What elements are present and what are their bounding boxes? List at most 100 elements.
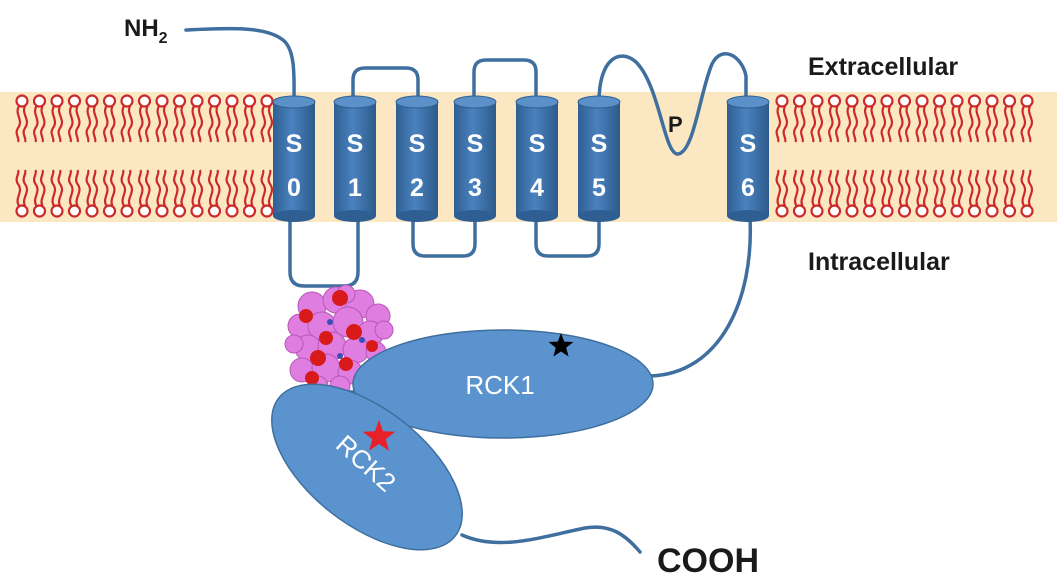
helix-top <box>395 95 439 109</box>
lipid-upper <box>137 94 152 143</box>
lipid-lower <box>1020 169 1034 218</box>
helix-letter: S <box>740 130 757 158</box>
lipid-lower <box>985 169 999 218</box>
helix-s2: S2 <box>395 95 439 222</box>
lipid-lower <box>155 169 169 218</box>
lipid-lower <box>50 169 64 218</box>
black-star-icon <box>548 333 574 357</box>
lipid-lower <box>120 169 134 218</box>
lipid-lower <box>32 169 47 218</box>
pore-label: P <box>668 112 683 137</box>
lipid-lower <box>85 169 99 218</box>
lipid-upper <box>967 94 982 143</box>
molecule-nitrogen-atom <box>359 337 365 343</box>
lipid-lower <box>137 169 152 218</box>
helix-body <box>727 102 769 216</box>
lipid-upper <box>260 94 274 143</box>
helix-s6: S6 <box>726 95 770 222</box>
molecule-oxygen-atom <box>305 371 319 385</box>
lipid-lower <box>950 169 964 218</box>
loop-s1-s2-extracellular <box>351 66 420 104</box>
helix-letter: S <box>591 130 608 158</box>
molecule-oxygen-atom <box>346 324 362 340</box>
lipid-upper <box>915 94 929 143</box>
n-terminus-label: NH2 <box>124 15 168 47</box>
helix-body <box>578 102 620 216</box>
helix-bottom <box>334 210 376 222</box>
lipid-lower <box>260 169 274 218</box>
helix-s4: S4 <box>515 95 559 222</box>
helix-letter: S <box>467 130 484 158</box>
extracellular-label: Extracellular <box>808 53 958 81</box>
molecule-oxygen-atom <box>366 340 378 352</box>
lipid-upper <box>207 94 222 143</box>
red-star-icon <box>362 420 396 451</box>
helix-letter: S <box>409 130 426 158</box>
lipid-upper <box>932 94 947 143</box>
lipid-lower <box>67 169 82 218</box>
helix-bottom <box>727 210 769 222</box>
molecule-atom <box>374 320 394 340</box>
helix-number: 5 <box>592 174 606 202</box>
helix-number: 3 <box>468 174 482 202</box>
lipid-lower <box>845 169 859 218</box>
lipid-lower <box>242 169 257 218</box>
rck1-label: RCK1 <box>465 370 534 400</box>
lipid-bilayer <box>15 94 1034 218</box>
lipid-upper <box>845 94 859 143</box>
molecule-oxygen-atom <box>339 357 353 371</box>
helix-number: 6 <box>741 174 755 202</box>
lipid-lower <box>810 169 824 218</box>
n-terminus-subscript: 2 <box>159 30 168 47</box>
lipid-upper <box>15 94 29 143</box>
helix-body <box>334 102 376 216</box>
lipid-upper <box>50 94 64 143</box>
n-terminus-tail <box>184 26 296 104</box>
lipid-upper <box>985 94 999 143</box>
helix-body <box>454 102 496 216</box>
lipid-upper <box>67 94 82 143</box>
helix-letter: S <box>347 130 364 158</box>
molecule-oxygen-atom <box>299 309 313 323</box>
helix-s0: S0 <box>272 95 316 222</box>
lipid-upper <box>810 94 824 143</box>
lipid-lower <box>932 169 947 218</box>
lipid-lower <box>207 169 222 218</box>
lipid-upper <box>102 94 117 143</box>
helix-body <box>273 102 315 216</box>
helix-top <box>453 95 497 109</box>
lipid-upper <box>897 94 912 143</box>
helix-number: 2 <box>410 174 424 202</box>
lipid-upper <box>950 94 964 143</box>
helix-s1: S1 <box>333 95 377 222</box>
c-terminus-label: COOH <box>657 542 759 580</box>
rck1-domain <box>352 329 654 439</box>
loop-s0-s1-intracellular <box>288 216 360 288</box>
helix-top <box>333 95 377 109</box>
s6-to-rck1-linker <box>648 216 753 378</box>
helix-top <box>726 95 770 109</box>
helix-body <box>516 102 558 216</box>
lipid-lower <box>792 169 807 218</box>
pore-loop <box>597 52 748 156</box>
helix-number: 1 <box>348 174 362 202</box>
lipid-upper <box>1002 94 1017 143</box>
lipid-lower <box>880 169 894 218</box>
lipid-upper <box>775 94 789 143</box>
lipid-lower <box>897 169 912 218</box>
molecule-oxygen-atom <box>319 331 333 345</box>
lipid-lower <box>172 169 187 218</box>
lipid-lower <box>967 169 982 218</box>
c-terminus-tail <box>460 525 642 554</box>
helix-letter: S <box>529 130 546 158</box>
loop-s3-s4-extracellular <box>472 58 538 104</box>
molecule-oxygen-atom <box>332 290 348 306</box>
molecule-atom <box>284 334 304 354</box>
lipid-lower <box>102 169 117 218</box>
lipid-upper <box>85 94 99 143</box>
rck2-domain <box>271 383 463 551</box>
molecule-oxygen-atom <box>310 350 326 366</box>
helix-number: 0 <box>287 174 301 202</box>
lipid-upper <box>862 94 877 143</box>
